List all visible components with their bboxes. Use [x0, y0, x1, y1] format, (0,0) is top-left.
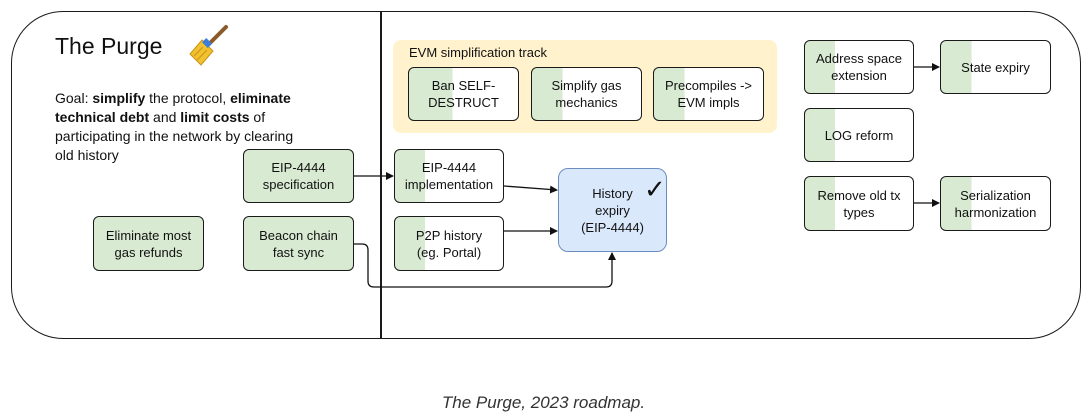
node-precompiles: Precompiles -> EVM impls	[653, 67, 764, 121]
section-divider	[380, 11, 382, 339]
arrow-impl-to-expiry	[503, 185, 558, 194]
figure-caption: The Purge, 2023 roadmap.	[441, 393, 646, 412]
node-simplify-gas: Simplify gas mechanics	[531, 67, 642, 121]
node-state-expiry: State expiry	[940, 40, 1051, 94]
node-p2p-history: P2P history (eg. Portal)	[394, 216, 504, 271]
purge-diagram-frame	[11, 11, 1081, 339]
goal-text: Goal: simplify the protocol, eliminate t…	[55, 90, 294, 163]
node-serialization: Serialization harmonization	[940, 176, 1051, 231]
node-eip4444-spec: EIP-4444 specification	[243, 149, 354, 203]
completed-checkmark: ✓	[644, 174, 666, 204]
node-eip4444-impl: EIP-4444 implementation	[394, 149, 504, 203]
node-ban-selfdestruct: Ban SELF- DESTRUCT	[408, 67, 519, 121]
arrow-beacon-to-expiry	[354, 243, 616, 288]
track-label: EVM simplification track	[409, 45, 547, 60]
node-address-space: Address space extension	[804, 40, 914, 94]
node-history-expiry: History expiry (EIP-4444)	[558, 168, 667, 252]
node-gas-refunds: Eliminate most gas refunds	[93, 216, 204, 271]
broom-icon	[189, 25, 228, 66]
node-beacon-sync: Beacon chain fast sync	[243, 216, 354, 271]
diagram-title: The Purge	[55, 33, 163, 59]
node-log-reform: LOG reform	[804, 108, 914, 162]
node-remove-tx-types: Remove old tx types	[804, 176, 914, 231]
